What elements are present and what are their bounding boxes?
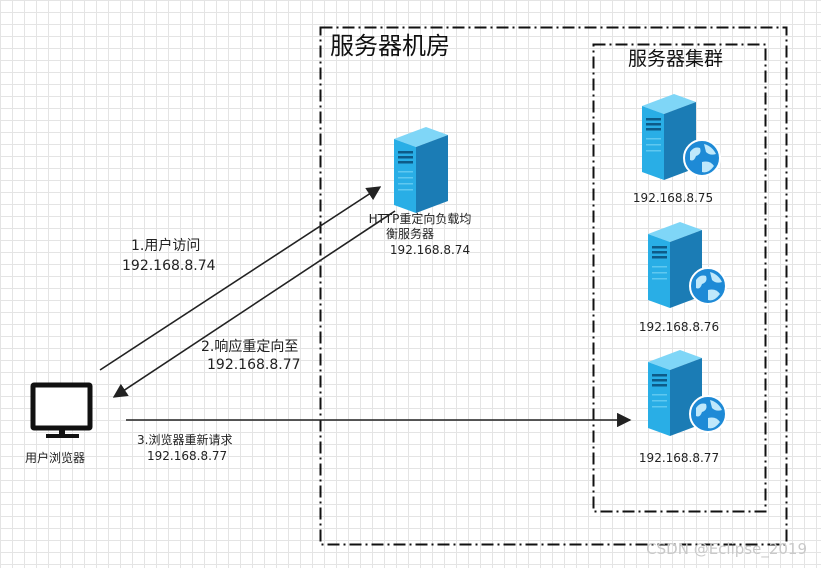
server-room-boundary (319, 26, 788, 546)
step3-ip: 192.168.8.77 (147, 449, 228, 463)
step2-ip: 192.168.8.77 (207, 357, 301, 373)
step1-ip: 192.168.8.74 (122, 258, 216, 274)
server-ip-76: 192.168.8.76 (638, 320, 720, 334)
step2-text: 2.响应重定向至 (201, 339, 299, 355)
globe-icon (689, 395, 727, 433)
load-balancer-label-line1: HTTP重定向负载均 (368, 212, 472, 226)
cluster-server-3-icon (648, 350, 727, 436)
server-room-title: 服务器机房 (330, 32, 450, 60)
arrow-redirect-response (112, 210, 396, 398)
globe-icon (683, 139, 721, 177)
server-cluster-boundary (592, 43, 767, 513)
step3-text: 3.浏览器重新请求 (137, 433, 233, 447)
server-ip-77: 192.168.8.77 (638, 451, 720, 465)
load-balancer-ip: 192.168.8.74 (389, 243, 471, 257)
client-label: 用户浏览器 (25, 451, 86, 465)
globe-icon (689, 267, 727, 305)
cluster-server-2-icon (648, 222, 727, 308)
step1-text: 1.用户访问 (131, 238, 201, 254)
server-ip-75: 192.168.8.75 (632, 191, 714, 205)
arrow-user-access (99, 186, 382, 371)
server-cluster-title: 服务器集群 (628, 48, 724, 70)
load-balancer-server-icon (394, 127, 448, 213)
watermark: CSDN @Eclipse_2019 (646, 540, 807, 558)
monitor-icon (30, 382, 93, 438)
cluster-server-1-icon (642, 94, 721, 180)
load-balancer-label-line2: 衡服务器 (385, 227, 434, 241)
